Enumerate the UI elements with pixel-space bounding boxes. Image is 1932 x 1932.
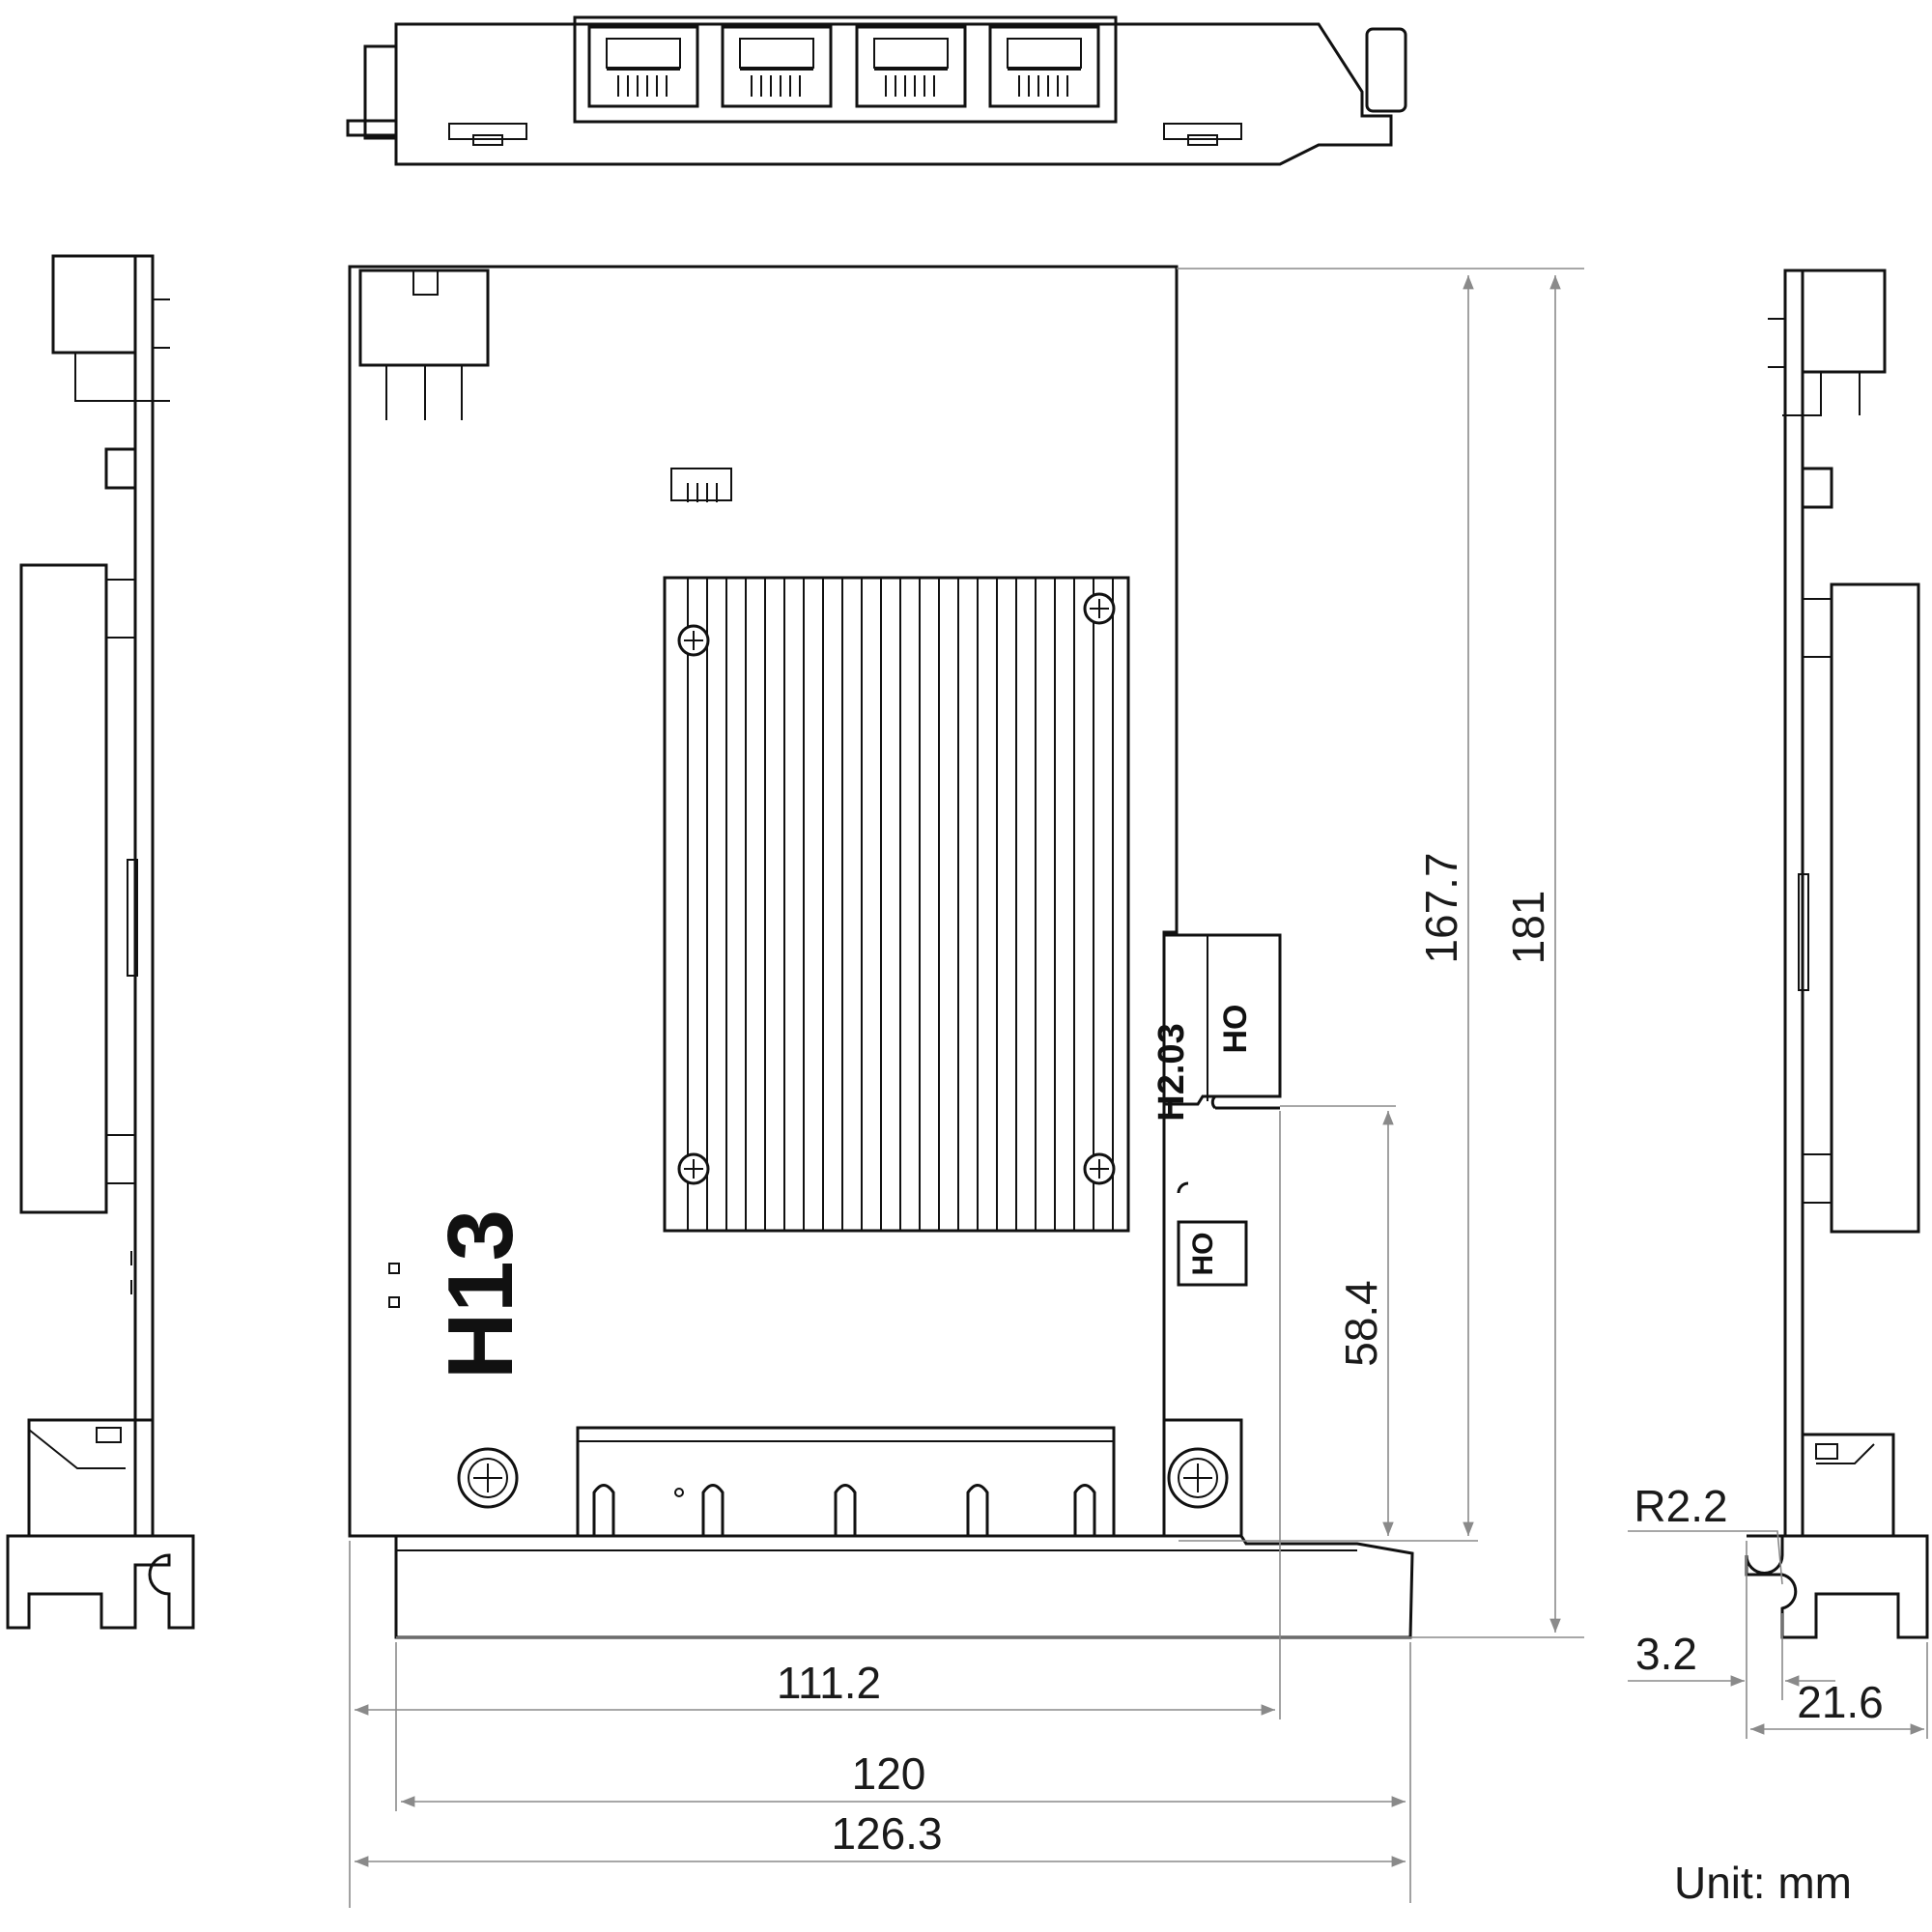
dim-label-21-6: 21.6 bbox=[1797, 1677, 1884, 1727]
pcie-edge-connector bbox=[576, 1426, 1116, 1538]
left-side-view bbox=[6, 254, 195, 1630]
front-view-card: H13 H2.03 HO HO bbox=[348, 265, 1414, 1639]
rj45-port-4 bbox=[988, 25, 1100, 108]
dim-label-181: 181 bbox=[1503, 891, 1553, 965]
dim-label-r2-2: R2.2 bbox=[1634, 1481, 1727, 1531]
ho-label-upper: HO bbox=[1217, 1005, 1254, 1054]
right-side-view bbox=[1745, 269, 1929, 1639]
dim-label-167-7: 167.7 bbox=[1416, 852, 1466, 963]
dim-label-120: 120 bbox=[852, 1748, 926, 1799]
key-label-h13: H13 bbox=[429, 1209, 532, 1379]
heatsink-screw bbox=[1083, 592, 1116, 625]
heatsink-screw bbox=[1083, 1152, 1116, 1185]
dim-label-58-4: 58.4 bbox=[1336, 1280, 1386, 1367]
heatsink-screw bbox=[677, 624, 710, 657]
rj45-port-3 bbox=[855, 25, 967, 108]
dimension-lines: 167.7 181 58.4 111.2 120 126.3 R2.2 3.2 … bbox=[349, 268, 1928, 1908]
bottom-screw-left bbox=[457, 1447, 519, 1509]
slot-label-h2-03: H2.03 bbox=[1151, 1023, 1192, 1121]
heatsink bbox=[663, 576, 1130, 1233]
ho-label-lower: HO bbox=[1187, 1233, 1219, 1276]
dim-label-3-2: 3.2 bbox=[1635, 1629, 1697, 1679]
bottom-screw-right bbox=[1167, 1447, 1229, 1509]
top-view-bracket bbox=[346, 15, 1407, 166]
rj45-port-2 bbox=[721, 25, 833, 108]
rj45-port-1 bbox=[587, 25, 699, 108]
connector-module: H2.03 HO HO bbox=[1151, 933, 1282, 1536]
heatsink-screw bbox=[677, 1152, 710, 1185]
dim-label-111-2: 111.2 bbox=[777, 1658, 881, 1708]
dim-label-126-3: 126.3 bbox=[831, 1808, 942, 1859]
unit-label: Unit: mm bbox=[1674, 1858, 1852, 1908]
